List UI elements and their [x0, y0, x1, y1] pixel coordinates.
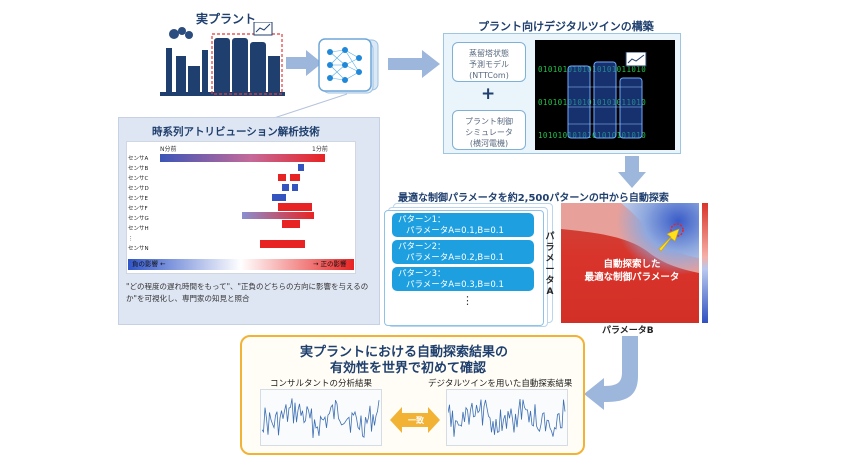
- plant-illustration: [160, 22, 285, 96]
- pattern-card-2: パターン2： パラメータA=0.2,B=0.1: [392, 240, 534, 264]
- sensor-labels: センサA センサB センサC センサD センサE センサF センサG センサH …: [128, 154, 158, 254]
- axis-label-b: パラメータB: [602, 326, 654, 336]
- time-label-right: 1分前: [312, 146, 328, 153]
- legend-right-label: → 正の影響: [313, 260, 347, 268]
- time-label-left: N分前: [160, 146, 177, 153]
- twin-result-chart: [446, 389, 568, 446]
- code-line: 0101010101010101011010: [538, 65, 647, 74]
- sensor-label: センサF: [128, 206, 148, 212]
- model1-line2: 予測モデル: [469, 60, 509, 69]
- arrow-search-to-result: [584, 336, 638, 410]
- code-line: 1010101010101010101010: [538, 131, 647, 140]
- influence-legend-bar: [128, 259, 354, 270]
- pattern-ellipsis: ⋮: [462, 294, 473, 307]
- left-chart-label: コンサルタントの分析結果: [270, 379, 373, 389]
- pattern-name: パターン2：: [398, 242, 446, 252]
- model2-line3: (横河電機): [469, 139, 509, 148]
- model2-line1: プラント制御: [465, 117, 513, 126]
- attribution-caption: "どの程度の遅れ時間をもって"、"正負のどちらの方向に影響を与えるのか"を可視化…: [126, 282, 369, 303]
- model1-line3: (NTTCom): [469, 71, 509, 80]
- heatmap-annotation: 自動探索した 最適な制御パラメータ: [566, 258, 698, 284]
- heatmap-label-line2: 最適な制御パラメータ: [584, 272, 680, 283]
- pattern-params: パラメータA=0.2,B=0.1: [406, 253, 504, 263]
- sensor-label: センサN: [128, 246, 149, 252]
- arrow-network-to-twin: [388, 50, 440, 78]
- pattern-name: パターン3：: [398, 269, 446, 279]
- axis-label-a: パラメータA: [545, 232, 555, 297]
- legend-left-label: 負の影響 ←: [132, 260, 166, 268]
- virtual-plant-icon: [567, 52, 647, 139]
- result-title-line1: 実プラントにおける自動探索結果の: [300, 345, 509, 360]
- pattern-params: パラメータA=0.3,B=0.1: [406, 280, 504, 290]
- search-title: 最適な制御パラメータを約2,500パターンの中から自動探索: [398, 193, 669, 204]
- plant-title: 実プラント: [196, 12, 257, 26]
- sensor-label: センサD: [128, 186, 149, 192]
- sensor-label: センサG: [128, 216, 149, 222]
- sensor-label: センサB: [128, 166, 149, 172]
- code-line: 0101010101010101011010: [538, 98, 647, 107]
- sensor-label: ⋮: [128, 236, 134, 242]
- result-title-line2: 有効性を世界で初めて確認: [330, 361, 487, 376]
- consultant-chart-line: [262, 398, 380, 439]
- model-box-simulator: プラント制御 シミュレータ (横河電機): [452, 110, 526, 150]
- right-chart-label: デジタルツインを用いた自動探索結果: [428, 379, 573, 389]
- arrow-twin-to-search: [618, 156, 646, 188]
- match-label: 一致: [408, 416, 424, 425]
- connector-line: [273, 93, 348, 119]
- attribution-cells: [160, 154, 325, 248]
- arrow-plant-to-network: [286, 50, 322, 76]
- pattern-params: パラメータA=0.1,B=0.1: [406, 226, 504, 236]
- sensor-label: センサE: [128, 196, 148, 202]
- attribution-heatmap: [126, 141, 356, 274]
- sensor-label: センサC: [128, 176, 149, 182]
- attribution-title: 時系列アトリビューション解析技術: [152, 126, 320, 138]
- sensor-label: センサA: [128, 156, 149, 162]
- model2-line2: シミュレータ: [465, 128, 513, 137]
- parameter-heatmap: [561, 203, 708, 323]
- twin-result-chart-line: [448, 398, 566, 437]
- pattern-card-3: パターン3： パラメータA=0.3,B=0.1: [392, 267, 534, 291]
- pattern-name: パターン1：: [398, 215, 446, 225]
- heatmap-label-line1: 自動探索した: [603, 259, 661, 270]
- twin-title: プラント向けデジタルツインの構築: [478, 20, 654, 33]
- match-double-arrow: [390, 407, 440, 433]
- model1-line1: 蒸留塔状態: [469, 49, 509, 58]
- plus-sign: +: [481, 84, 496, 104]
- sensor-label: センサH: [128, 226, 149, 232]
- model-box-prediction: 蒸留塔状態 予測モデル (NTTCom): [452, 42, 526, 82]
- neural-network-icon: [318, 38, 379, 94]
- pattern-card-1: パターン1： パラメータA=0.1,B=0.1: [392, 213, 534, 237]
